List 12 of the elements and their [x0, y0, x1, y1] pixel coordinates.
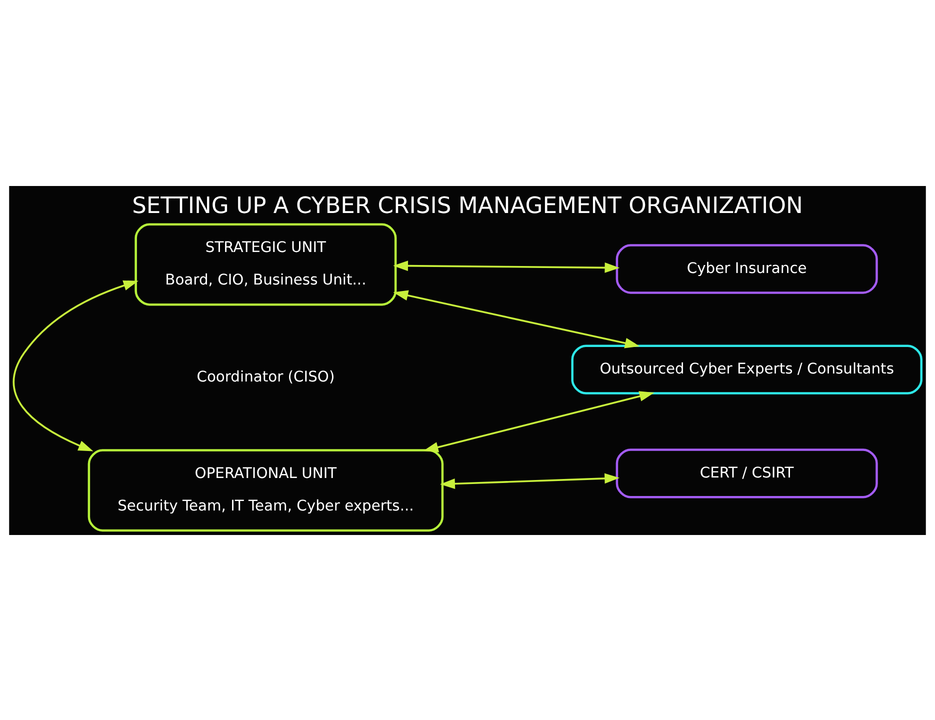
node-box: OPERATIONAL UNIT Security Team, IT Team, Cyber experts...	[88, 448, 444, 532]
node-box: Cyber Insurance	[616, 244, 878, 294]
diagram-title: SETTING UP A CYBER CRISIS MANAGEMENT ORGANIZATION	[132, 192, 803, 219]
arrow	[12, 280, 138, 451]
label: Coordinator (CISO)	[196, 368, 335, 385]
arrow	[423, 390, 654, 452]
arrow	[440, 472, 620, 488]
arrow	[393, 260, 620, 272]
node-box: Outsourced Cyber Experts / Consultants	[571, 344, 922, 394]
node-box: CERT / CSIRT	[616, 448, 878, 498]
arrow	[393, 290, 640, 348]
node-box: STRATEGIC UNIT Board, CIO, Business Unit...	[134, 222, 397, 306]
